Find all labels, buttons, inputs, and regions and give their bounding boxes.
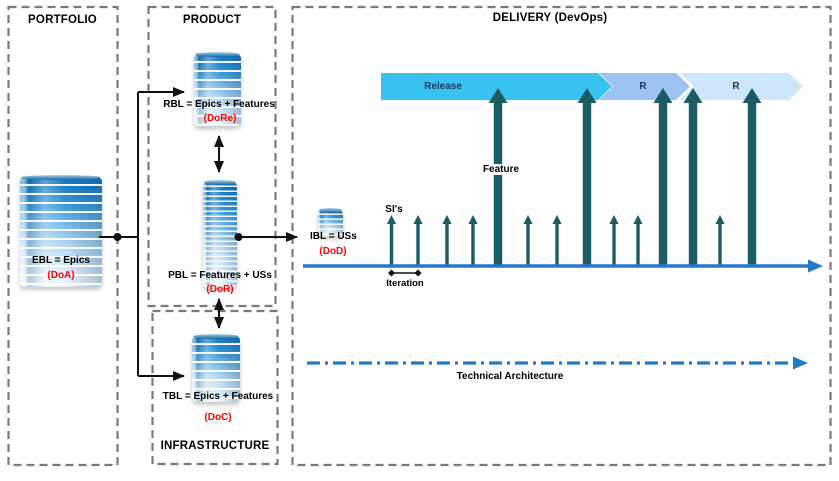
pbl-junction-dot <box>234 233 243 241</box>
tbl-label: TBL = Epics + Features <box>162 391 274 402</box>
si-arrow <box>386 215 397 266</box>
product-box-border <box>147 5 277 308</box>
si-arrow <box>633 215 643 266</box>
rbl-backlog-stack-icon <box>194 52 241 126</box>
release-band-2 <box>599 73 690 100</box>
iteration-diamond-right <box>414 269 422 277</box>
feature-arrow <box>653 88 673 266</box>
release-band-3 <box>680 73 803 100</box>
ebl-gate-label: (DoA) <box>47 270 75 281</box>
si-arrow <box>552 215 562 266</box>
ibl-label: IBL = USs <box>310 231 357 242</box>
rbl-gate-label: (DoRe) <box>203 113 237 124</box>
release-band-3-label: R <box>732 81 740 92</box>
ibl-gate-label: (DoD) <box>319 246 347 257</box>
release-band-1-label: Release <box>424 81 462 92</box>
feature-arrow <box>742 88 762 266</box>
tech-architecture-arrowhead-icon <box>793 356 808 370</box>
tech-architecture-label: Technical Architecture <box>456 371 564 382</box>
si-arrow <box>442 215 452 266</box>
timeline-arrowhead-icon <box>808 259 823 273</box>
delivery-title: DELIVERY (DevOps) <box>492 12 608 24</box>
feature-label: Feature <box>480 164 522 175</box>
pbl-backlog-stack-icon <box>203 180 237 288</box>
si-arrow <box>413 215 423 266</box>
si-label: SI's <box>385 204 403 215</box>
iteration-span-marker <box>388 269 422 277</box>
product-title: PRODUCT <box>182 14 242 26</box>
tbl-gate-label: (DoC) <box>204 412 232 423</box>
si-arrows <box>386 215 725 266</box>
ebl-backlog-stack-icon <box>20 175 102 287</box>
infrastructure-box-border <box>151 309 279 466</box>
portfolio-junction-dot <box>113 233 122 241</box>
iteration-label: Iteration <box>386 278 424 289</box>
feature-arrow <box>683 88 703 266</box>
release-band-1 <box>381 73 612 100</box>
feature-arrow <box>488 88 508 266</box>
infrastructure-title: INFRASTRUCTURE <box>160 440 270 452</box>
pbl-gate-label: (DoR) <box>206 284 234 295</box>
ebl-label: EBL = Epics <box>32 255 90 266</box>
si-arrow <box>468 215 478 266</box>
rbl-label: RBL = Epics + Features <box>163 99 275 110</box>
si-arrow <box>609 215 619 266</box>
ibl-backlog-stack-icon <box>318 208 343 236</box>
iteration-diamond-left <box>388 269 395 277</box>
si-arrow <box>523 215 533 266</box>
release-band-2-label: R <box>639 81 647 92</box>
feature-arrow <box>577 88 597 266</box>
pbl-label: PBL = Features + USs <box>168 270 272 281</box>
portfolio-title: PORTFOLIO <box>28 14 97 26</box>
si-arrow <box>715 215 725 266</box>
tbl-backlog-stack-icon <box>192 334 240 402</box>
flow-connectors <box>99 87 298 381</box>
